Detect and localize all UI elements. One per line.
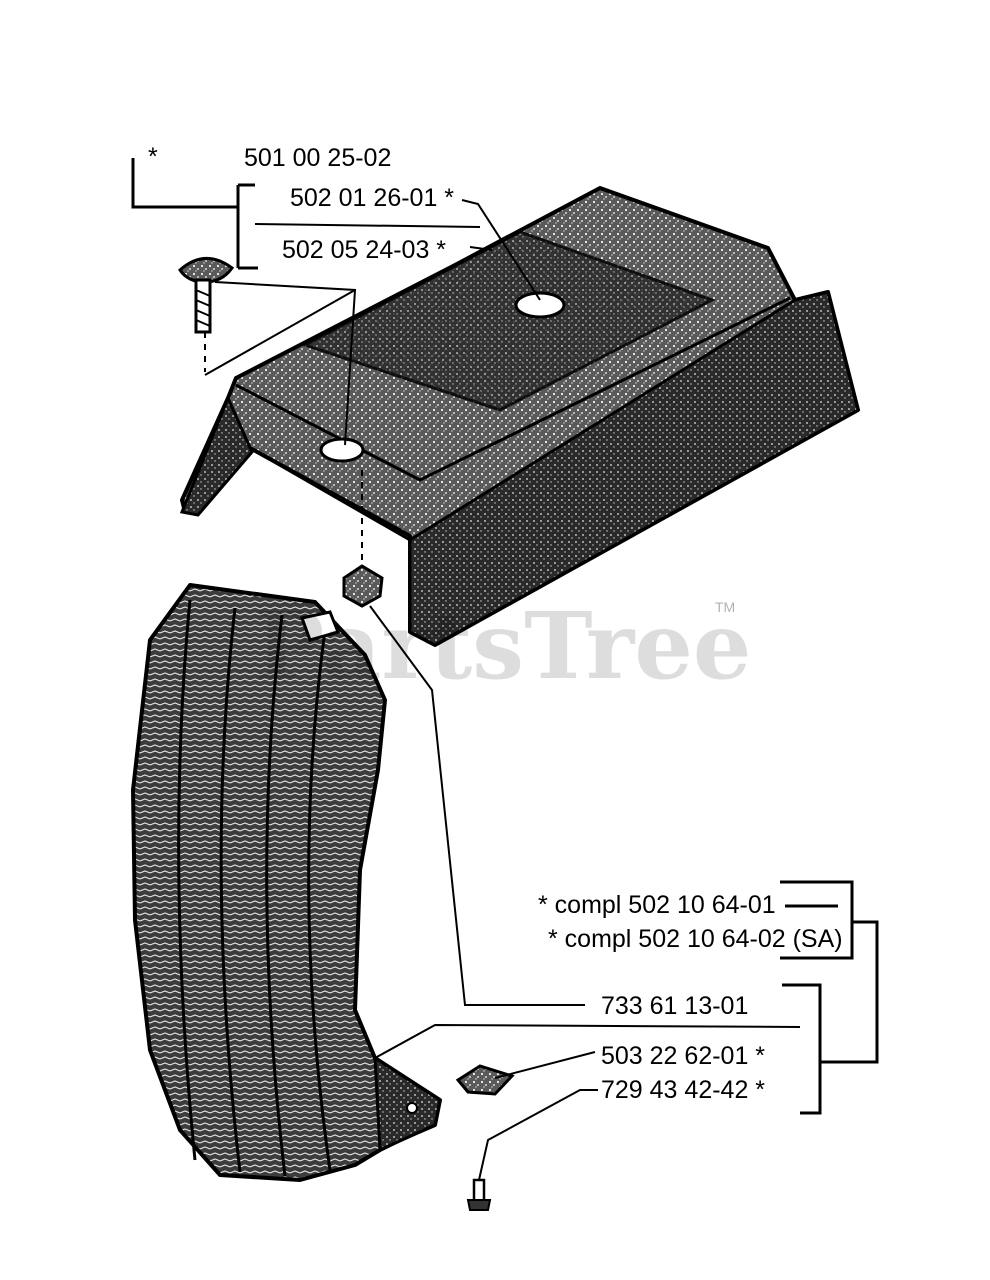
kit-star: *	[148, 143, 158, 171]
svg-text:TM: TM	[715, 599, 735, 615]
cover-knob-screw	[178, 257, 235, 334]
callout-labels: * 501 00 25-02 502 01 26-01 * 502 05 24-…	[148, 143, 843, 1104]
label-compl-502-10-64-01: * compl 502 10 64-01	[538, 891, 776, 919]
bolt-hole-rear	[514, 291, 566, 319]
label-compl-502-10-64-02-sa: * compl 502 10 64-02 (SA)	[548, 925, 843, 953]
leader-lines	[131, 158, 879, 1181]
label-502-01-26-01: 502 01 26-01 *	[290, 184, 454, 212]
watermark: PartsTree TM	[255, 592, 751, 700]
top-cover	[179, 186, 860, 647]
square-nut	[342, 564, 384, 608]
label-729-43-42-42: 729 43 42-42 *	[601, 1076, 765, 1104]
label-501-00-25-02: 501 00 25-02	[244, 144, 391, 172]
spring-clip	[455, 1064, 515, 1096]
label-503-22-62-01: 503 22 62-01 *	[601, 1042, 765, 1070]
svg-text:PartsTree: PartsTree	[255, 592, 751, 700]
bolt-hole-front	[319, 437, 365, 463]
label-502-05-24-03: 502 05 24-03 *	[282, 236, 446, 264]
small-screw	[466, 1178, 492, 1211]
label-733-61-13-01: 733 61 13-01	[601, 992, 748, 1020]
filter-cover	[131, 583, 442, 1182]
